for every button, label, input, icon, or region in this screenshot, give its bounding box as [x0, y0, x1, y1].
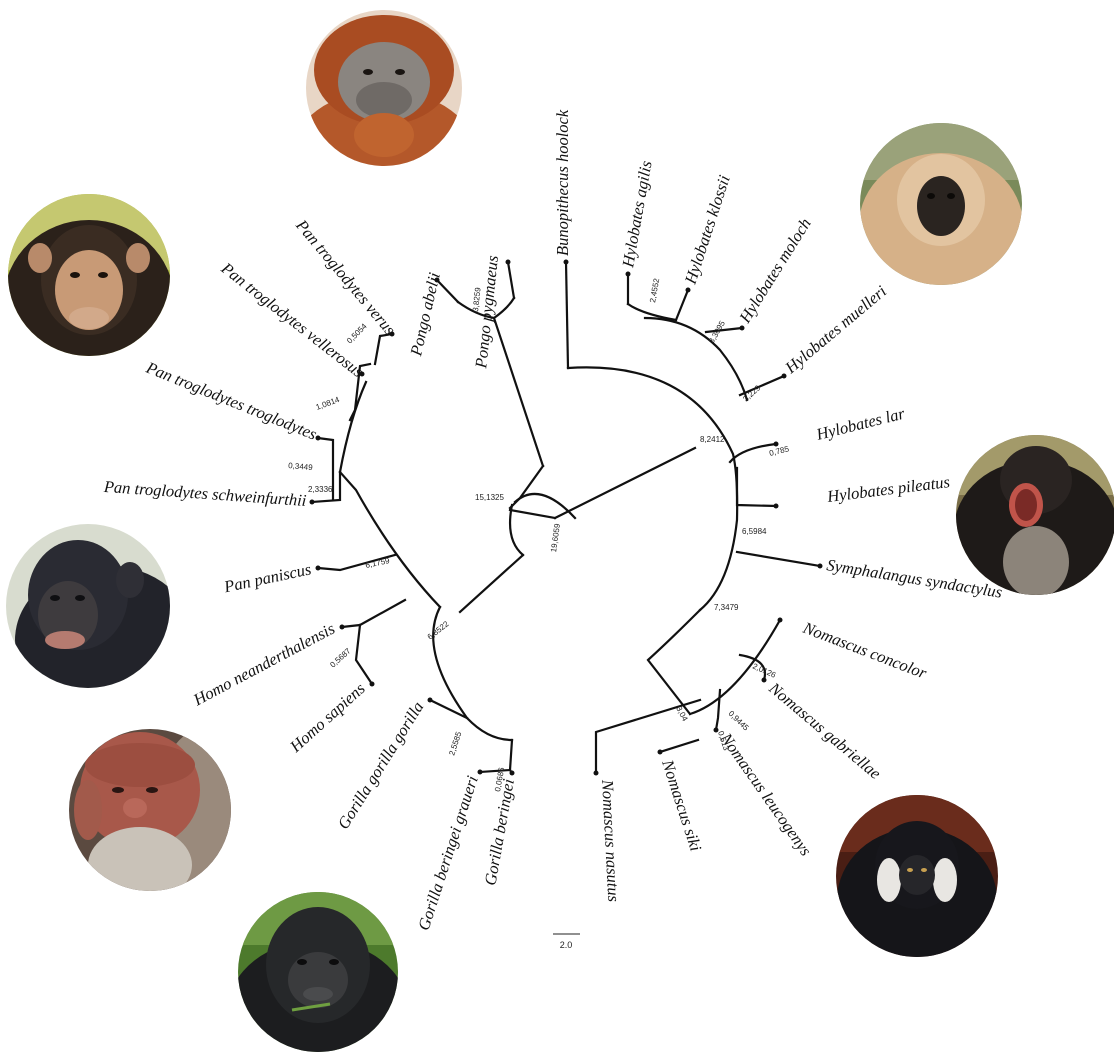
label-hylobates-klossii: Hylobates klossii [680, 172, 733, 287]
label-bunopithecus-hoolock: Bunopithecus hoolock [553, 109, 572, 256]
crested-gibbon-photo [836, 795, 998, 957]
node-value-pan-t-trog: 0,3449 [288, 461, 314, 472]
label-nomascus-concolor: Nomascus concolor [800, 618, 930, 683]
node-value-nomascus-root: 3,04 [674, 705, 690, 723]
scale-bar: 2.0 [553, 933, 580, 950]
siamang-photo [956, 435, 1114, 595]
label-nomascus-nasutus: Nomascus nasutus [598, 778, 623, 902]
node-value-great-apes: 15,1325 [475, 493, 504, 502]
label-pan-paniscus: Pan paniscus [221, 559, 312, 596]
tip-markers [309, 259, 823, 776]
node-value-hylobates-ak: 2,4552 [648, 277, 661, 303]
node-value-nomascus: 7,3479 [714, 603, 739, 612]
node-value-hylobates-sym: 6,5984 [742, 527, 767, 536]
node-value-homo-pan: 6,1759 [365, 556, 391, 570]
label-hylobates-moloch: Hylobates moloch [735, 215, 815, 327]
chimpanzee-photo [8, 194, 170, 356]
label-pan-troglodytes-schweinfurthii: Pan troglodytes schweinfurthii [102, 477, 307, 510]
branch-root-main [508, 508, 557, 520]
bonobo-photo [6, 524, 170, 688]
node-value-nomascus-l: 0,9445 [727, 709, 751, 733]
neanderthal-photo [69, 729, 231, 891]
node-value-pan-t-verus: 0,5054 [345, 321, 369, 345]
node-value-hylobates-lar: 0,785 [768, 444, 790, 458]
label-gorilla-beringei-graueri: Gorilla beringei graueri [414, 773, 482, 933]
branch-root-arc [513, 492, 577, 520]
node-value-pan-t-vel: 1,0814 [315, 395, 342, 412]
node-value-african-apes: 6,8522 [426, 619, 451, 641]
tree-branches [310, 260, 822, 775]
node-value-root: 19,6059 [549, 522, 562, 552]
label-homo-neanderthalensis: Homo neanderthalensis [189, 619, 338, 710]
label-hylobates-lar: Hylobates lar [813, 403, 907, 444]
gorilla-photo [238, 892, 398, 1052]
label-hylobates-pileatus: Hylobates pileatus [825, 472, 951, 506]
orangutan-photo [306, 10, 462, 166]
label-hylobates-muelleri: Hylobates muelleri [781, 281, 891, 377]
label-pan-troglodytes-troglodytes: Pan troglodytes troglodytes [143, 358, 320, 444]
node-value-gibbons: 8,2412 [700, 435, 725, 444]
node-value-homo: 0,5687 [328, 646, 353, 669]
white-handed-gibbon-photo [860, 123, 1022, 285]
label-homo-sapiens: Homo sapiens [285, 679, 368, 757]
label-pongo-abelii: Pongo abelii [406, 270, 444, 358]
label-nomascus-siki: Nomascus siki [658, 756, 706, 853]
node-value-gorilla-b: 0,0686 [493, 766, 506, 792]
node-value-gorilla: 2,5585 [447, 730, 463, 757]
node-value-pongo: 3,8259 [471, 286, 483, 312]
scale-bar-label: 2.0 [560, 940, 573, 950]
label-hylobates-agilis: Hylobates agilis [618, 159, 656, 269]
label-gorilla-beringei: Gorilla beringei [481, 777, 518, 887]
node-value-pan-t: 2,3336 [308, 485, 333, 494]
node-values: 19,6059 15,1325 3,8259 8,2412 2,4552 3,3… [288, 277, 791, 792]
label-nomascus-gabriellae: Nomascus gabriellae [765, 678, 885, 783]
label-gorilla-gorilla-gorilla: Gorilla gorilla gorilla [334, 698, 428, 832]
